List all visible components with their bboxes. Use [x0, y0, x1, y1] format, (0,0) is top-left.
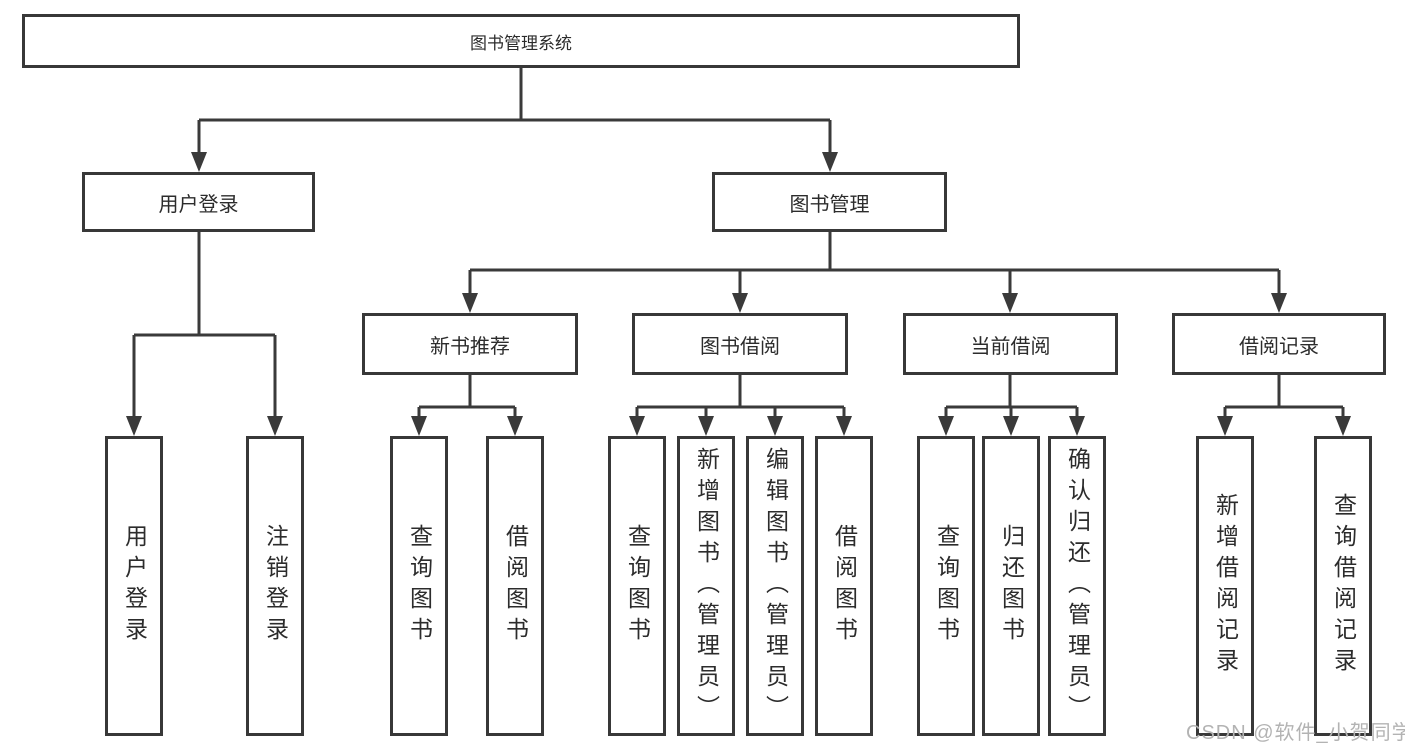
- node-label: 图书管理系统: [470, 33, 572, 53]
- node-label: 借阅图书: [831, 524, 858, 648]
- node-label: 借阅记录: [1239, 335, 1319, 358]
- node-add-book-admin: 新增图书（管理员）: [677, 436, 735, 736]
- node-label: 确认归还（管理员）: [1064, 446, 1091, 726]
- node-label: 图书借阅: [700, 335, 780, 358]
- node-new-book-recommend: 新书推荐: [362, 313, 578, 375]
- node-query-books-1: 查询图书: [390, 436, 448, 736]
- connector-borrow-branch: [635, 375, 846, 422]
- node-label: 查询图书: [933, 524, 960, 648]
- node-query-books-3: 查询图书: [917, 436, 975, 736]
- connector-root-to-level2: [197, 68, 832, 158]
- node-query-books-2: 查询图书: [608, 436, 666, 736]
- node-borrow-books-2: 借阅图书: [815, 436, 873, 736]
- connector-current-branch: [944, 375, 1079, 422]
- node-logout-leaf: 注销登录: [246, 436, 304, 736]
- connector-newbook-branch: [417, 375, 517, 422]
- arrowheads: [126, 152, 1351, 436]
- node-user-login-leaf: 用户登录: [105, 436, 163, 736]
- node-label: 归还图书: [998, 524, 1025, 648]
- node-label: 查询借阅记录: [1330, 493, 1357, 679]
- node-query-borrow-record: 查询借阅记录: [1314, 436, 1372, 736]
- node-book-management-module: 图书管理: [712, 172, 947, 232]
- node-label: 图书管理: [789, 193, 870, 216]
- node-label: 新书推荐: [430, 335, 510, 358]
- node-edit-book-admin: 编辑图书（管理员）: [746, 436, 804, 736]
- node-return-book: 归还图书: [982, 436, 1040, 736]
- node-borrow-books-1: 借阅图书: [486, 436, 544, 736]
- node-label: 查询图书: [406, 524, 433, 648]
- node-label: 用户登录: [158, 193, 239, 216]
- node-label: 当前借阅: [970, 335, 1051, 358]
- node-label: 查询图书: [624, 524, 651, 648]
- csdn-watermark: CSDN @软件_小贺同学: [1186, 722, 1405, 744]
- node-add-borrow-record: 新增借阅记录: [1196, 436, 1254, 736]
- node-label: 编辑图书（管理员）: [762, 446, 789, 726]
- connector-userlogin-branch: [132, 232, 277, 422]
- node-user-login-module: 用户登录: [82, 172, 315, 232]
- node-label: 借阅图书: [502, 524, 529, 648]
- node-library-management-system: 图书管理系统: [22, 14, 1020, 68]
- node-label: 新增借阅记录: [1212, 493, 1239, 679]
- node-current-borrowing: 当前借阅: [903, 313, 1118, 375]
- node-label: 用户登录: [121, 524, 148, 648]
- connector-records-branch: [1223, 375, 1345, 422]
- node-confirm-return-admin: 确认归还（管理员）: [1048, 436, 1106, 736]
- node-borrowing-records: 借阅记录: [1172, 313, 1386, 375]
- node-label: 注销登录: [262, 524, 289, 648]
- node-book-borrowing: 图书借阅: [632, 313, 848, 375]
- connector-bookmgmt-branch: [468, 232, 1281, 299]
- node-label: 新增图书（管理员）: [693, 446, 720, 726]
